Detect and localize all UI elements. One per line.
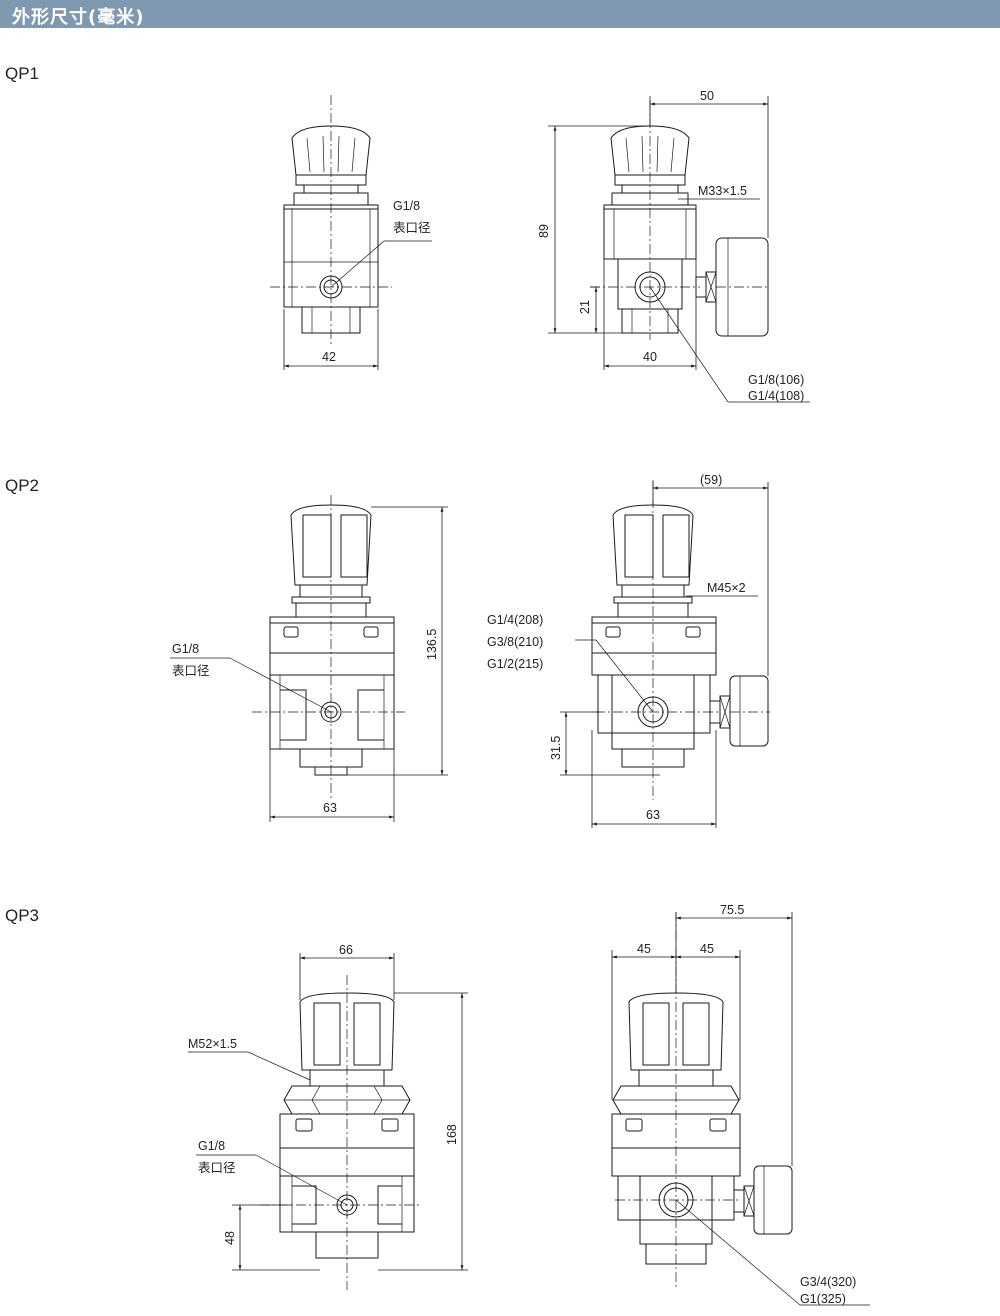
qp1-front-view: G1/8 表口径 42: [270, 95, 432, 370]
section-label-qp3: QP3: [5, 906, 40, 925]
qp2-side-port-c: G1/2(215): [487, 657, 543, 671]
qp1-front-port-size: G1/8: [393, 199, 420, 213]
qp3-side-port-b: G1(325): [800, 1292, 846, 1306]
qp3-front-view: 66 M52×1.5 G1/8 表口径 168 48: [188, 943, 468, 1290]
qp1-side-overall-width: 50: [700, 89, 714, 103]
qp2-side-width: 63: [646, 808, 660, 822]
qp2-front-port-size: G1/8: [172, 642, 199, 656]
section-label-qp1: QP1: [5, 64, 40, 83]
qp3-side-half-right: 45: [700, 942, 714, 956]
qp3-front-knob-width: 66: [339, 943, 353, 957]
qp2-front-port-caption: 表口径: [172, 664, 210, 678]
qp2-side-port-b: G3/8(210): [487, 635, 543, 649]
qp2-side-port-height: 31.5: [549, 736, 563, 760]
qp1-side-height: 89: [537, 224, 551, 238]
qp3-side-port-a: G3/4(320): [800, 1275, 856, 1289]
qp3-side-view: 75.5 45 45 G3/4(320) G1(325): [611, 903, 870, 1306]
qp3-side-half-left: 45: [637, 942, 651, 956]
qp2-side-thread: M45×2: [707, 581, 746, 595]
qp2-side-view: (59) M45×2 G1/4(208) G3/8(210) G1/2(215)…: [487, 473, 770, 828]
qp2-side-port-a: G1/4(208): [487, 613, 543, 627]
qp3-front-port-caption: 表口径: [198, 1161, 236, 1175]
qp1-front-port-caption: 表口径: [393, 221, 431, 235]
qp3-front-port-height: 48: [223, 1231, 237, 1245]
qp1-side-port-b: G1/4(108): [748, 389, 804, 403]
qp3-front-height: 168: [445, 1124, 459, 1145]
section-label-qp2: QP2: [5, 476, 40, 495]
qp3-front-port-size: G1/8: [198, 1139, 225, 1153]
qp2-front-height: 136.5: [425, 629, 439, 660]
header-bar: 外形尺寸(毫米): [0, 0, 1000, 28]
qp3-front-thread: M52×1.5: [188, 1037, 237, 1051]
qp2-front-view: G1/8 表口径 136.5 63: [170, 495, 448, 822]
qp2-side-overall-width: (59): [700, 473, 722, 487]
qp1-side-view: 50 M33×1.5 89 21 40 G1/8(106) G1/4(108): [537, 89, 810, 403]
qp3-side-overall-width: 75.5: [720, 903, 744, 917]
qp1-side-port-height: 21: [578, 300, 592, 314]
qp1-side-port-a: G1/8(106): [748, 373, 804, 387]
qp1-front-width: 42: [322, 350, 336, 364]
qp1-side-body-width: 40: [643, 350, 657, 364]
qp2-front-width: 63: [323, 801, 337, 815]
qp1-side-thread: M33×1.5: [698, 184, 747, 198]
page-title: 外形尺寸(毫米): [12, 7, 145, 28]
